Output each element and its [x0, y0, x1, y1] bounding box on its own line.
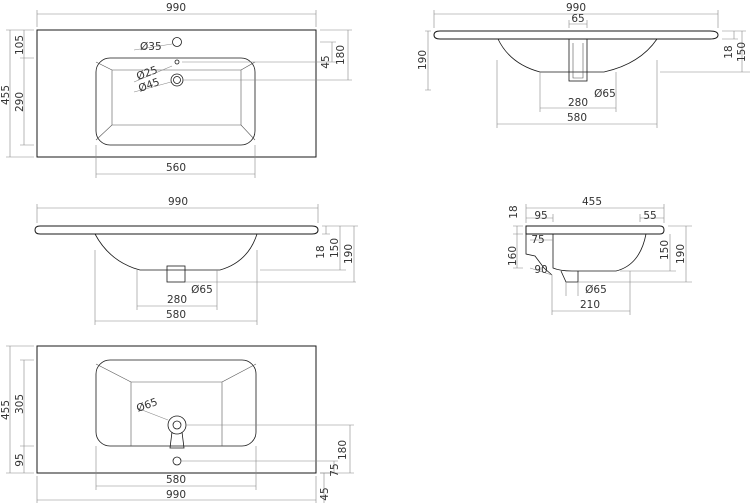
dim-580: 580 — [567, 112, 587, 124]
drain-pipe — [560, 270, 579, 283]
top-view-1: 990 455 105 290 180 45 560 Ø35 Ø25 Ø45 — [0, 2, 352, 178]
drain-inner — [173, 76, 181, 84]
dim-150: 150 — [736, 42, 748, 62]
dim-150: 150 — [659, 240, 671, 260]
basin-profile — [497, 38, 658, 73]
dim-lines-bottom — [496, 60, 658, 128]
dim-dia-65: Ø65 — [191, 284, 213, 296]
dim-580: 580 — [166, 309, 186, 321]
side-view: 455 95 55 18 160 75 90 150 190 Ø65 210 — [507, 196, 692, 315]
dim-width: 990 — [166, 2, 186, 14]
dim-lines-right — [660, 30, 750, 73]
spout — [169, 431, 185, 449]
top-view-2: 455 305 95 Ø65 180 75 580 990 45 — [0, 345, 354, 503]
dim-95: 95 — [534, 210, 547, 222]
basin-profile — [552, 233, 647, 272]
leader-35 — [133, 43, 173, 51]
dim-lines-top — [433, 10, 719, 28]
dim-depth: 455 — [0, 400, 12, 420]
basin-outline — [95, 57, 256, 146]
dim-75: 75 — [329, 463, 341, 476]
dim-line-45 — [320, 472, 330, 503]
front-view-2: 990 18 150 190 280 Ø65 580 — [34, 196, 358, 325]
dim-18: 18 — [723, 45, 735, 58]
dim-95: 95 — [14, 453, 26, 466]
dim-45: 45 — [319, 487, 331, 500]
dim-18: 18 — [508, 205, 520, 218]
dim-lines-right — [578, 225, 692, 283]
dim-190: 190 — [417, 50, 429, 70]
dim-290: 290 — [14, 92, 26, 112]
dim-lines-bottom — [551, 271, 631, 315]
dim-45: 45 — [320, 55, 332, 68]
dim-90: 90 — [534, 264, 547, 276]
dim-lines-right — [185, 225, 358, 283]
countertop-outline — [36, 345, 317, 474]
dim-lines-right — [182, 29, 352, 81]
dim-190: 190 — [343, 244, 355, 264]
dim-210: 210 — [580, 299, 600, 311]
dim-560: 560 — [166, 162, 186, 174]
dim-305: 305 — [14, 394, 26, 414]
drain-pipe — [166, 265, 186, 283]
drain-inner — [172, 420, 182, 430]
dim-lines-right — [181, 424, 354, 474]
dim-75: 75 — [531, 234, 544, 246]
dim-depth: 455 — [582, 196, 602, 208]
basin-profile — [94, 233, 258, 271]
overflow-hole — [174, 59, 180, 65]
dim-580: 580 — [166, 474, 186, 486]
countertop-outline — [36, 29, 317, 158]
dim-105: 105 — [14, 35, 26, 55]
drain-inner — [572, 43, 584, 79]
dim-depth: 455 — [0, 85, 12, 105]
basin-slopes — [95, 363, 257, 447]
dim-dia-65: Ø65 — [585, 284, 607, 296]
dim-180: 180 — [337, 440, 349, 460]
basin-slopes — [95, 61, 256, 141]
dim-width: 990 — [168, 196, 188, 208]
dim-line-width — [36, 10, 317, 27]
label-dia-35: Ø35 — [140, 41, 162, 53]
dim-18: 18 — [315, 245, 327, 258]
dim-160: 160 — [507, 246, 519, 266]
dim-55: 55 — [643, 210, 656, 222]
tap-hole — [172, 37, 182, 47]
dim-280: 280 — [568, 97, 588, 109]
dim-lines-top — [525, 204, 665, 223]
drain-pipe — [568, 38, 588, 82]
dim-dia-65: Ø65 — [594, 88, 616, 100]
dim-line-width — [36, 204, 319, 223]
dim-lines-left — [6, 29, 34, 158]
dim-180: 180 — [335, 45, 347, 65]
dim-lines-left — [513, 225, 523, 269]
front-view-1: 990 65 190 18 150 280 Ø65 580 — [417, 2, 750, 128]
countertop-section — [34, 225, 319, 235]
dim-width: 990 — [166, 489, 186, 501]
countertop-section — [433, 30, 719, 40]
dim-150: 150 — [329, 238, 341, 258]
countertop-section — [525, 225, 665, 235]
leader-25-45 — [133, 65, 173, 93]
leader-65 — [136, 407, 169, 421]
dim-280: 280 — [167, 294, 187, 306]
dim-lines-left — [6, 345, 34, 474]
back-edge — [525, 234, 553, 276]
dim-line-560 — [95, 145, 256, 178]
dim-65: 65 — [571, 13, 584, 25]
dim-width: 990 — [566, 2, 586, 14]
dim-lines-bottom — [36, 446, 317, 503]
dim-lines-bottom — [94, 250, 258, 325]
dim-lines-inner — [529, 239, 553, 276]
dim-line-190-left — [425, 30, 431, 91]
dim-190: 190 — [675, 244, 687, 264]
